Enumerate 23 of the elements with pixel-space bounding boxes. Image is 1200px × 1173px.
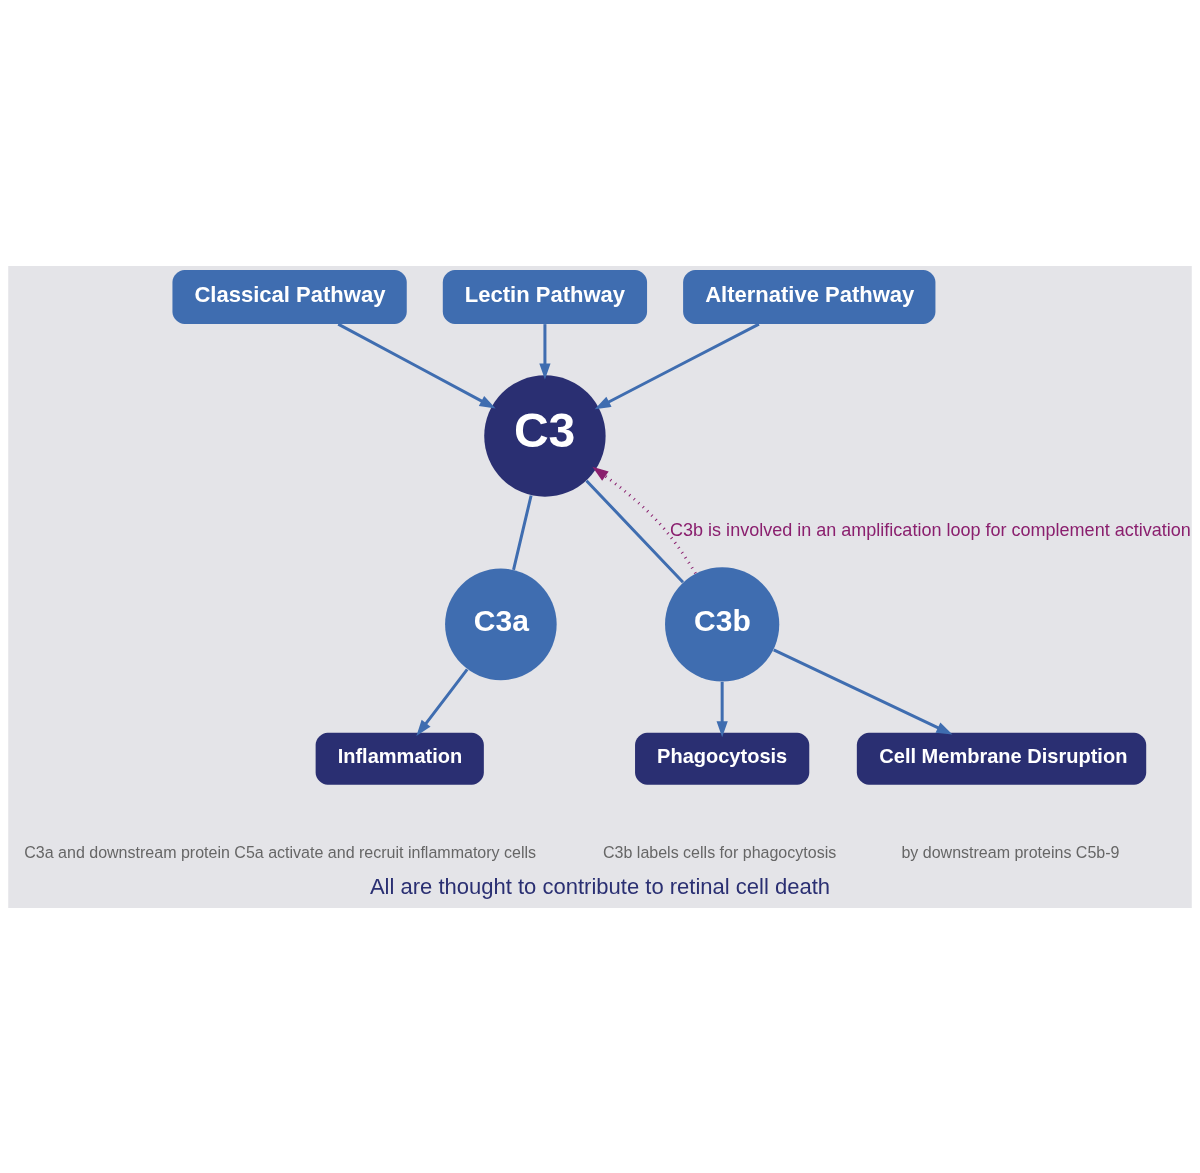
connector (512, 494, 533, 570)
node-label: by downstream proteins C5b-9 (901, 842, 1120, 861)
node-box: Inflammation (315, 732, 484, 785)
node-label: C3a and downstream protein C5a activate and recruit inflammatory cells (24, 842, 537, 861)
caption: All are thought to contribute to retinal cell death (369, 873, 831, 899)
arrow (337, 322, 496, 409)
node-box: Phagocytosis (635, 732, 810, 785)
arrow (594, 322, 760, 409)
node-label: C3b labels cells for phagocytosis (603, 842, 837, 861)
arrow (716, 681, 728, 737)
node-circle: C3a (445, 568, 557, 680)
connector (585, 479, 685, 583)
node-box: Classical Pathway (172, 269, 407, 324)
node-box: Cell Membrane Disruption (856, 732, 1147, 785)
node-box: Alternative Pathway (683, 269, 936, 324)
node-box: Lectin Pathway (442, 269, 648, 324)
node-circle: C3b (665, 566, 780, 681)
arrow (416, 668, 469, 736)
edge-label: C3b is involved in an amplification loop for complement activation (670, 519, 1191, 540)
arrow (592, 466, 697, 574)
node-circle: C3 (484, 374, 606, 497)
arrow (539, 323, 551, 379)
arrow (773, 647, 953, 735)
